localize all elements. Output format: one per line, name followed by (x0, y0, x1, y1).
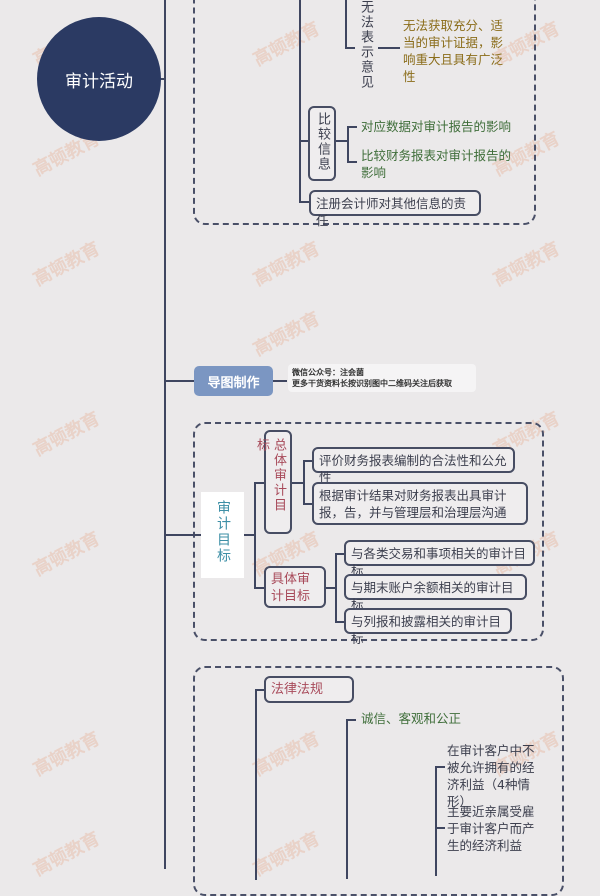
connector (303, 460, 305, 504)
connector (435, 827, 445, 829)
section-frame (193, 0, 536, 225)
connector (345, 47, 355, 49)
credit-line: 微信公众号：注会菌 (292, 368, 364, 377)
root-label: 审计活动 (65, 71, 133, 92)
interest-item: 主要近亲属受雇于审计客户而产生的经济利益 (447, 804, 535, 853)
connector (345, 0, 347, 48)
specific-item[interactable]: 与期末账户余额相关的审计目标 (344, 574, 527, 612)
connector (378, 47, 400, 49)
law-node[interactable]: 法律法规 (264, 676, 354, 703)
connector (347, 126, 357, 128)
connector (244, 534, 256, 536)
integrity-node[interactable]: 诚信、客观和公正 (361, 711, 462, 726)
credit-line: 更多干货资料长按识别图中二维码关注后获取 (292, 379, 452, 388)
connector (165, 534, 201, 536)
credit-node[interactable]: 导图制作 (194, 366, 273, 396)
connector (346, 719, 348, 879)
interest-item: 在审计客户中不被允许拥有的经济利益（4种情形） (447, 743, 535, 809)
comparative-info-node[interactable]: 比较信息 (308, 106, 336, 181)
overall-item[interactable]: 评价财务报表编制的合法性和公允性 (312, 447, 515, 485)
comparative-item: 对应数据对审计报告的影响 (361, 119, 512, 134)
connector (335, 553, 345, 555)
overall-item[interactable]: 根据审计结果对财务报表出具审计报，告，并与管理层和治理层沟通 (312, 482, 528, 525)
connector (335, 621, 345, 623)
connector (165, 380, 195, 382)
other-info-node[interactable]: 注册会计师对其他信息的责任 (309, 190, 481, 228)
connector (347, 161, 357, 163)
audit-objectives-node[interactable]: 审计目标 (201, 492, 244, 578)
section-frame (193, 422, 544, 641)
trunk-line (164, 0, 166, 869)
connector (435, 766, 445, 768)
connector (299, 0, 301, 202)
connector (254, 482, 256, 588)
connector (255, 689, 265, 691)
connector (254, 482, 264, 484)
connector (303, 460, 313, 462)
connector (335, 553, 337, 622)
connector (326, 587, 336, 589)
connector (273, 380, 287, 382)
connector (292, 482, 304, 484)
connector (255, 690, 257, 880)
root-node[interactable]: 审计活动 (37, 17, 161, 141)
specific-objective-node[interactable]: 具体审计目标 (264, 566, 326, 608)
specific-item[interactable]: 与各类交易和事项相关的审计目标 (344, 540, 535, 578)
connector (346, 719, 356, 721)
credit-note: 微信公众号：注会菌 更多干货资料长按识别图中二维码关注后获取 (288, 364, 476, 392)
connector (435, 766, 437, 876)
overall-objective-node[interactable]: 总体审计目标 (254, 430, 292, 534)
comparative-item: 比较财务报表对审计报告的影响 (361, 148, 512, 180)
connector (303, 503, 313, 505)
connector (336, 140, 348, 142)
disclaimer-desc: 无法获取充分、适当的审计证据，影响重大且具有广泛性 (403, 18, 504, 84)
connector (254, 587, 264, 589)
connector (299, 140, 309, 142)
connector (299, 201, 309, 203)
specific-item[interactable]: 与列报和披露相关的审计目标 (344, 608, 512, 646)
connector (347, 126, 349, 162)
disclaimer-opinion-node[interactable]: 无法表示意见 (358, 0, 373, 90)
